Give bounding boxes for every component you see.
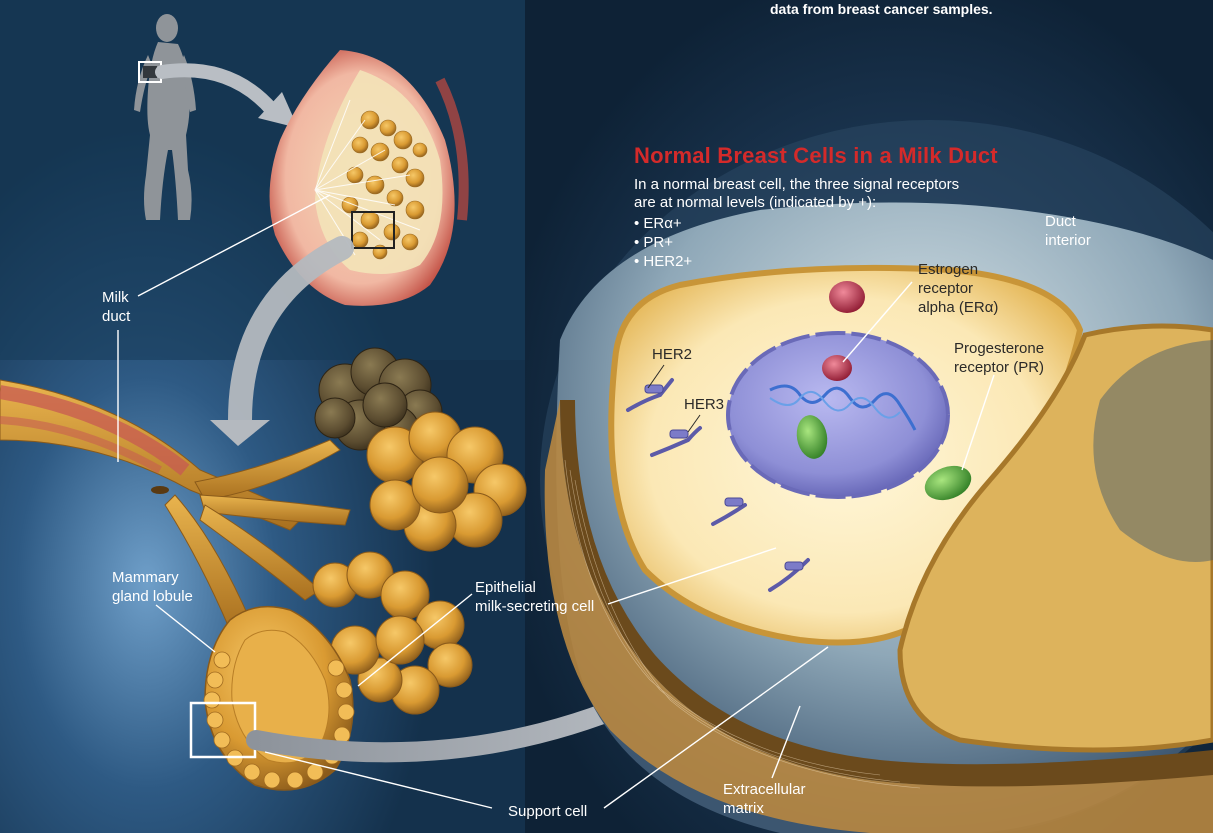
label-duct-interior: Duct interior <box>1045 213 1091 249</box>
breast-cross-section <box>269 50 469 306</box>
dark-lobule <box>314 347 443 455</box>
nucleus <box>726 331 950 499</box>
label-support-cell: Support cell <box>508 803 588 820</box>
middle-lobule <box>312 551 473 715</box>
pr-molecule-2 <box>924 465 972 501</box>
dna-strand <box>769 384 917 431</box>
label-extracellular-matrix: Extracellular matrix <box>723 781 806 817</box>
top-caption: data from breast cancer samples. <box>770 1 993 17</box>
label-mammary-gland-lobule: Mammary gland lobule <box>112 569 193 605</box>
milk-duct-system <box>0 379 351 631</box>
receptor-list: ERα+ PR+ HER2+ <box>634 214 692 271</box>
epithelium-locator-box <box>189 701 257 759</box>
lobule-locator-box <box>351 211 395 249</box>
receptor-item-er: ERα+ <box>634 214 692 233</box>
upper-right-lobule <box>366 411 527 552</box>
er-alpha-molecule-1 <box>829 281 865 313</box>
receptor-item-her2: HER2+ <box>634 252 692 271</box>
leader-lines <box>117 194 829 809</box>
pr-molecule-1 <box>796 415 828 459</box>
arrow-breast-to-duct <box>228 236 354 432</box>
label-progesterone-receptor: Progesterone receptor (PR) <box>954 340 1045 376</box>
her-receptors <box>626 378 810 592</box>
label-milk-duct: Milk duct <box>102 289 131 325</box>
label-estrogen-receptor: Estrogen receptor alpha (ERα) <box>918 261 999 316</box>
arrow-silhouette-to-breast <box>155 63 279 117</box>
leader-lines-dark <box>842 281 995 471</box>
er-alpha-molecule-2 <box>822 355 852 381</box>
extracellular-matrix-layer <box>544 400 1213 833</box>
receptor-item-pr: PR+ <box>634 233 692 252</box>
panel-intro: In a normal breast cell, the three signa… <box>634 176 960 211</box>
label-her2: HER2 <box>652 346 693 363</box>
milk-duct-cell-scene <box>540 120 1213 833</box>
label-epithelial-cell: Epithelial milk-secreting cell <box>475 579 595 615</box>
label-her3: HER3 <box>684 396 725 413</box>
panel-title: Normal Breast Cells in a Milk Duct <box>634 143 998 168</box>
